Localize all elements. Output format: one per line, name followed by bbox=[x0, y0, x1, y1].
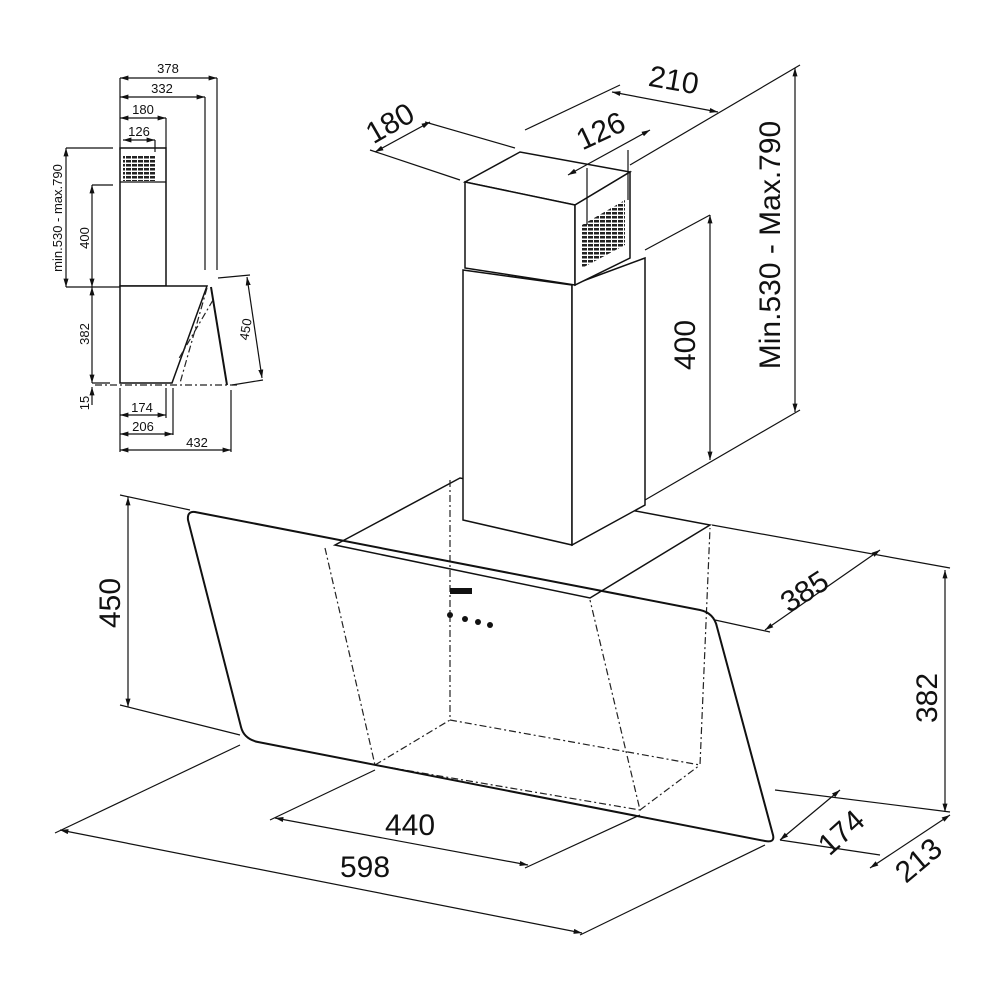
dim-400: 400 bbox=[669, 320, 702, 370]
dim-height-range: Min.530 - Max.790 bbox=[754, 121, 787, 369]
dim-332: 332 bbox=[151, 81, 173, 96]
dim-height-range: min.530 - max.790 bbox=[50, 164, 65, 272]
dim-174: 174 bbox=[812, 804, 871, 862]
dim-206: 206 bbox=[132, 419, 154, 434]
lower-chimney-side bbox=[571, 256, 646, 547]
dim-400: 400 bbox=[77, 227, 92, 249]
dim-180: 180 bbox=[132, 102, 154, 117]
dim-450: 450 bbox=[94, 578, 127, 628]
main-view: 180 210 126 Min.530 - Max.790 400 450 38… bbox=[54, 60, 951, 936]
dim-450: 450 bbox=[236, 317, 254, 341]
dim-598: 598 bbox=[340, 851, 390, 884]
dim-15: 15 bbox=[77, 396, 92, 410]
dim-210: 210 bbox=[646, 60, 701, 101]
dim-180: 180 bbox=[360, 97, 420, 151]
dim-126: 126 bbox=[128, 124, 150, 139]
dim-432: 432 bbox=[186, 435, 208, 450]
dim-382: 382 bbox=[911, 673, 944, 723]
dim-382: 382 bbox=[77, 323, 92, 345]
dim-174: 174 bbox=[131, 400, 153, 415]
glass-panel bbox=[186, 510, 775, 843]
dim-213: 213 bbox=[889, 832, 949, 889]
dim-385: 385 bbox=[775, 565, 835, 620]
vent-grille-icon bbox=[582, 200, 625, 268]
side-body bbox=[119, 285, 209, 384]
side-view: 378 332 180 126 min.530 - max.790 400 38… bbox=[50, 61, 264, 453]
dim-126: 126 bbox=[571, 106, 630, 157]
side-vent-grille-icon bbox=[123, 156, 156, 181]
control-buttons-icon bbox=[447, 588, 493, 628]
side-glass-panel bbox=[210, 286, 228, 386]
dim-378: 378 bbox=[157, 61, 179, 76]
dim-440: 440 bbox=[385, 809, 435, 842]
lower-chimney-front bbox=[462, 269, 573, 546]
